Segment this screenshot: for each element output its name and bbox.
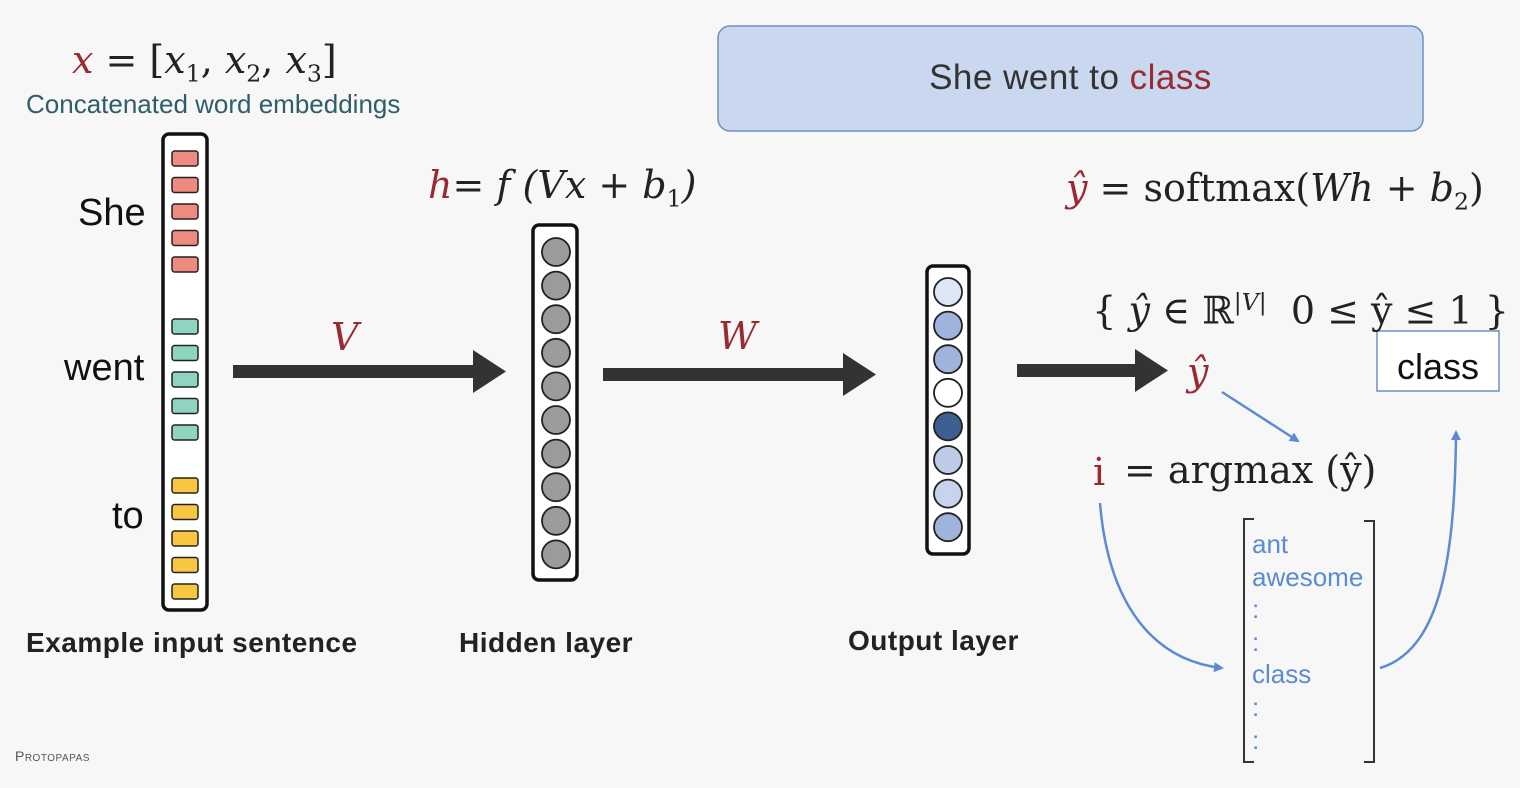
embedding-block	[171, 397, 199, 415]
output-constraint: { ŷ ∈ ℝ|V| 0 ≤ ŷ ≤ 1 }	[1092, 288, 1509, 333]
output-neuron	[933, 411, 963, 442]
embedding-block	[171, 477, 199, 494]
arrow-v	[233, 350, 506, 393]
embedding-block	[171, 556, 199, 574]
embedding-block	[171, 150, 199, 167]
arrow-w-label: W	[718, 314, 758, 358]
hidden-formula-lhs: h	[428, 163, 453, 207]
output-neuron	[933, 277, 963, 307]
input-subtitle: Concatenated word embeddings	[26, 89, 401, 119]
embedding-block	[171, 318, 199, 335]
hidden-formula: h= f (Vx + b1)	[428, 163, 697, 213]
vocab-item: class	[1252, 659, 1312, 690]
result-box	[1376, 330, 1500, 392]
yhat-label: ŷ	[1187, 350, 1209, 394]
hidden-neurons	[541, 237, 571, 570]
vocab-list: ant awesome : : class : :	[1252, 528, 1363, 756]
embedding-block	[171, 371, 199, 388]
i-label: i	[1093, 450, 1106, 494]
word-to: to	[112, 495, 144, 537]
arrow-v-label: V	[331, 315, 359, 359]
hidden-neuron	[541, 505, 571, 536]
embedding-block	[171, 344, 199, 362]
output-neuron	[933, 445, 963, 475]
embedding-block	[171, 530, 199, 547]
arrow-i-to-vocab	[1098, 502, 1224, 673]
output-neuron	[933, 478, 963, 509]
input-embedding-blocks	[171, 150, 199, 600]
output-formula-lhs: ŷ	[1066, 166, 1088, 210]
vocab-bracket-left	[1243, 518, 1254, 763]
input-caption: Example input sentence	[26, 627, 358, 658]
embedding-block	[171, 424, 199, 441]
input-formula-lhs: x	[72, 38, 94, 82]
arrow-yhat-to-argmax	[1221, 390, 1300, 443]
vocab-item: :	[1252, 724, 1260, 755]
hidden-neuron	[541, 438, 571, 469]
output-caption: Output layer	[848, 625, 1019, 656]
hidden-neuron	[541, 405, 571, 435]
vocab-item: :	[1252, 594, 1260, 625]
vocab-bracket-right	[1364, 520, 1375, 763]
title-highlight: class	[1129, 58, 1212, 97]
vocab-item: ant	[1252, 529, 1289, 559]
hidden-neuron	[541, 539, 571, 570]
title-prefix: She went to	[929, 58, 1130, 97]
vocab-item: awesome	[1252, 561, 1364, 592]
output-neuron	[933, 377, 963, 408]
hidden-neuron	[541, 237, 571, 267]
arrow-out	[1017, 349, 1168, 392]
vocab-item: :	[1252, 691, 1260, 722]
footer-author: Protopapas	[15, 748, 90, 764]
hidden-neuron	[541, 337, 571, 368]
output-neurons	[933, 277, 963, 543]
title-text: She went to class	[718, 58, 1423, 98]
embedding-block	[171, 203, 199, 220]
output-neuron	[933, 512, 963, 543]
output-neuron	[933, 310, 963, 341]
hidden-caption: Hidden layer	[459, 627, 634, 658]
output-neuron	[933, 344, 963, 375]
arrow-w	[603, 353, 876, 396]
hidden-neuron	[541, 304, 571, 335]
embedding-block	[171, 583, 199, 600]
output-formula: ŷ = softmax(Wh + b2)	[1066, 166, 1484, 216]
embedding-block	[171, 256, 199, 273]
result-word: class	[1396, 346, 1480, 387]
argmax-formula: = argmax (ŷ)	[1124, 448, 1377, 492]
word-she: She	[78, 192, 146, 234]
word-went: went	[64, 347, 145, 389]
embedding-block	[171, 229, 199, 247]
arrow-vocab-to-class	[1379, 430, 1461, 670]
embedding-block	[171, 176, 199, 194]
hidden-neuron	[541, 371, 571, 402]
hidden-neuron	[541, 270, 571, 301]
title-box	[717, 25, 1424, 132]
output-column	[925, 264, 971, 556]
vocab-item: :	[1252, 626, 1260, 657]
embedding-block	[171, 503, 199, 521]
hidden-neuron	[541, 472, 571, 503]
input-formula: x = [x1, x2, x3]	[72, 38, 337, 88]
